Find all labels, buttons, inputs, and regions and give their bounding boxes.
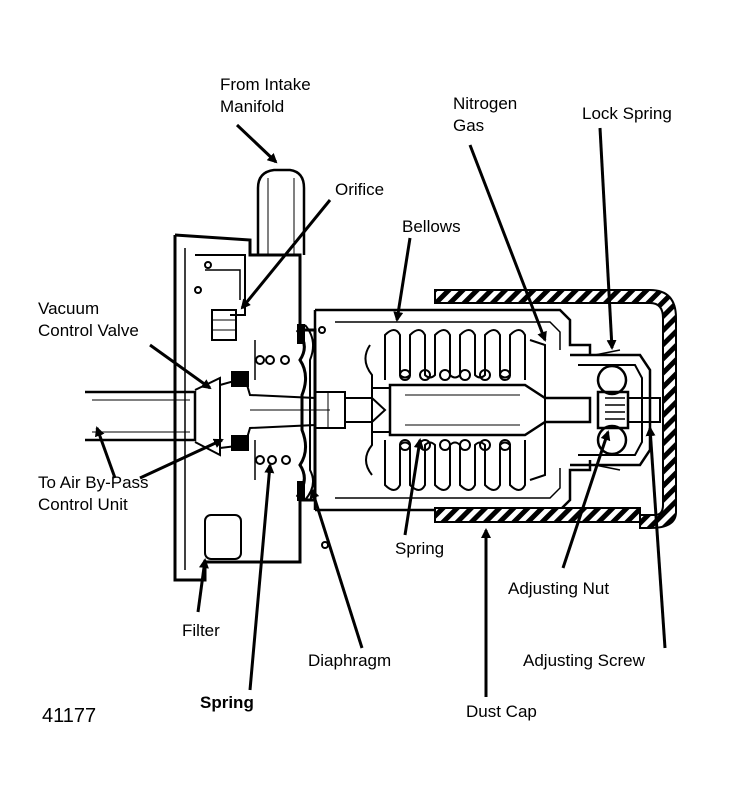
label-spring-center: Spring [395, 539, 444, 558]
leader-adjusting-screw [645, 426, 667, 649]
label-filter: Filter [182, 621, 220, 640]
label-orifice: Orifice [335, 180, 384, 199]
leader-lines [95, 123, 667, 697]
vacuum-housing [173, 233, 329, 582]
leader-nitrogen [468, 144, 547, 342]
leader-spring-bottom [248, 463, 275, 691]
leader-diaphragm [309, 488, 364, 649]
bellows-spring [399, 369, 511, 451]
bellows-housing [313, 308, 592, 512]
plunger-rod [371, 383, 592, 437]
label-diaphragm: Diaphragm [308, 651, 391, 670]
label-spring-bottom: Spring [200, 693, 254, 712]
label-lock-spring: Lock Spring [582, 104, 672, 123]
adjusting-assembly [570, 349, 661, 471]
label-adjusting-screw: Adjusting Screw [523, 651, 646, 670]
label-nitrogen-2: Gas [453, 116, 484, 135]
label-adjusting-nut: Adjusting Nut [508, 579, 609, 598]
leader-bellows [393, 237, 412, 322]
leader-filter [196, 558, 209, 613]
outlet-pipe [85, 376, 221, 457]
leader-spring-center [403, 438, 424, 536]
label-to-air-2: Control Unit [38, 495, 128, 514]
leader-to-air [95, 426, 117, 479]
label-vacuum-1: Vacuum [38, 299, 99, 318]
label-vacuum-2: Control Valve [38, 321, 139, 340]
label-from-intake-1: From Intake [220, 75, 311, 94]
label-bellows: Bellows [402, 217, 461, 236]
leader-adjusting-nut [561, 430, 611, 569]
label-nitrogen-1: Nitrogen [453, 94, 517, 113]
figure-number: 41177 [42, 705, 96, 727]
valve-body-drawing [85, 168, 661, 582]
label-dust-cap: Dust Cap [466, 702, 537, 721]
label-to-air-1: To Air By-Pass [38, 473, 149, 492]
label-from-intake-2: Manifold [220, 97, 284, 116]
leader-lock-spring [598, 127, 617, 350]
leader-vacuum-valve-2 [139, 438, 224, 480]
diaphragm-shape [295, 324, 315, 501]
leader-orifice [240, 199, 332, 310]
dust-cap-shape [434, 289, 677, 529]
diaphragm-spring [254, 340, 291, 480]
bellows-folds [364, 329, 546, 491]
leader-vacuum-valve [149, 343, 212, 390]
leader-from-intake [235, 123, 278, 164]
